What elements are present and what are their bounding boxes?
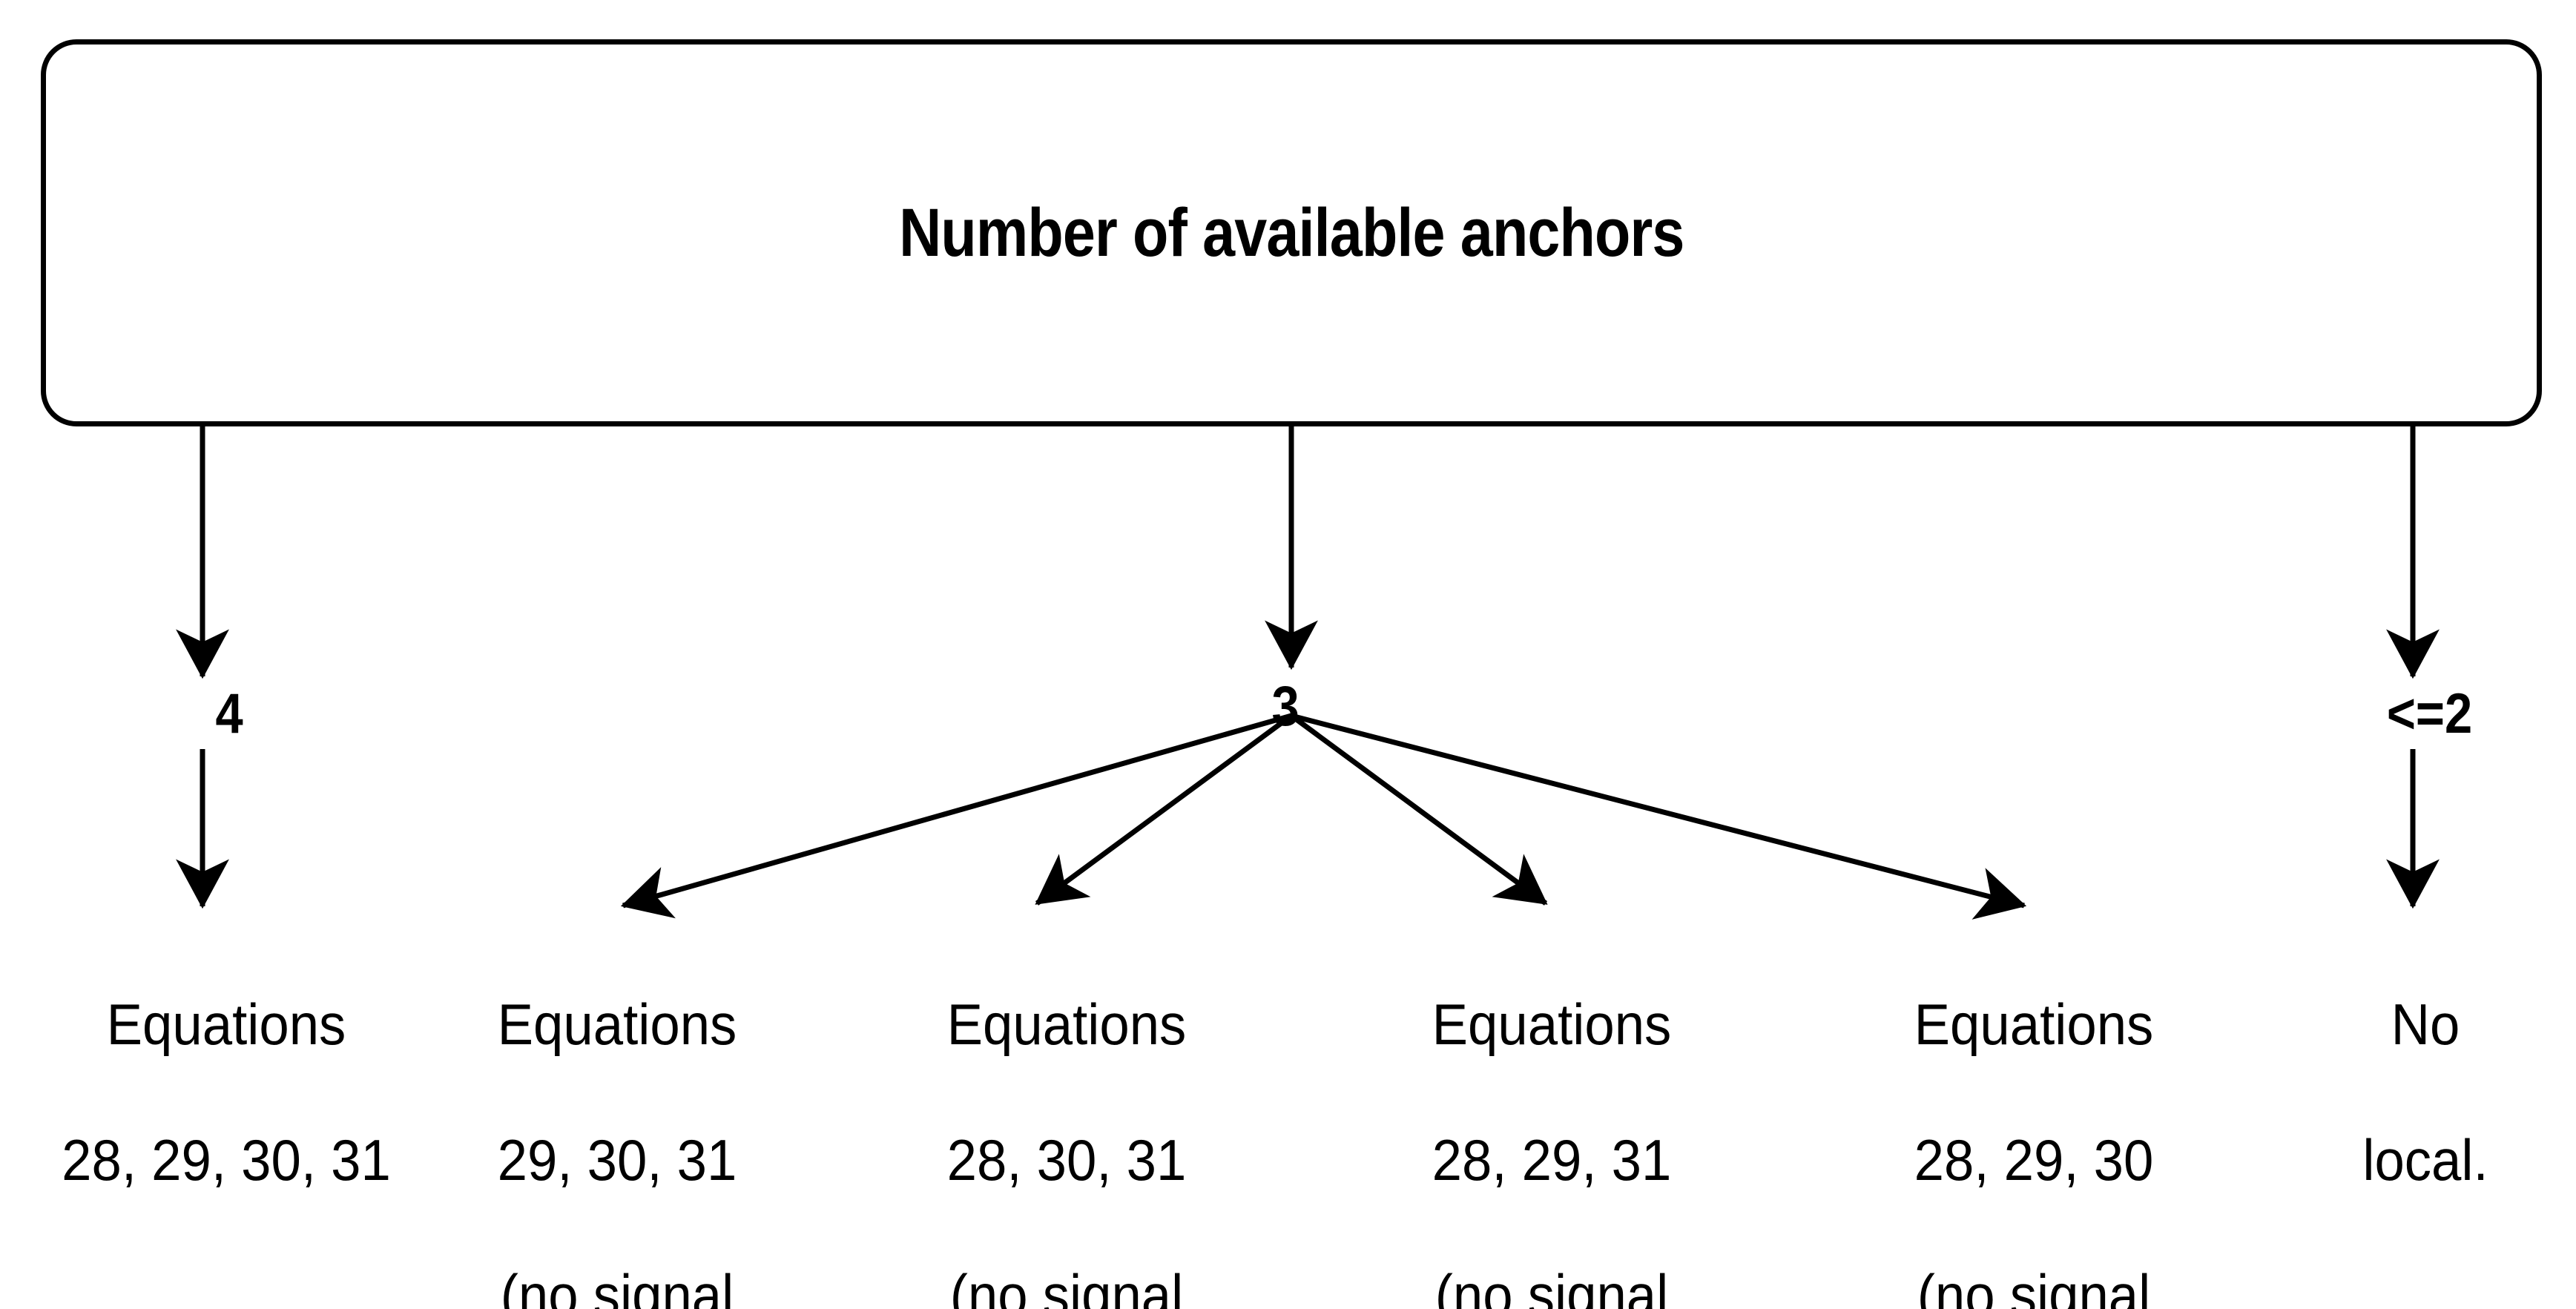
leaf-line: 28, 29, 31 <box>1432 1127 1672 1193</box>
page-title: Number of available anchors <box>898 195 1684 271</box>
edge-3-to-leaf2 <box>620 713 1292 919</box>
leaf-line: 29, 30, 31 <box>497 1127 737 1193</box>
leaf-line: Equations <box>106 992 346 1058</box>
leaf-line: Equations <box>1432 992 1672 1058</box>
leaf-line: Equations <box>497 992 737 1058</box>
leaf-line: (no signal <box>500 1262 734 1309</box>
leaf-line: Equations <box>1914 992 2154 1058</box>
leaf-node-equations-29-30-31: Equations 29, 30, 31 (no signal from anc… <box>427 923 807 1309</box>
leaf-line: 28, 30, 31 <box>946 1127 1187 1193</box>
leaf-node-equations-28-30-31: Equations 28, 30, 31 (no signal from anc… <box>877 923 1256 1309</box>
branch-condition-4: 4 <box>215 682 243 745</box>
branch-condition-3: 3 <box>1271 675 1299 738</box>
leaf-line: Equations <box>946 992 1187 1058</box>
leaf-line: No <box>2391 992 2460 1058</box>
leaf-line: 28, 29, 30, 31 <box>62 1127 391 1193</box>
leaf-line: 28, 29, 30 <box>1914 1127 2154 1193</box>
leaf-line: local. <box>2362 1127 2488 1193</box>
edge-3-to-leaf5 <box>1291 713 2027 920</box>
branch-condition-le2: <=2 <box>2386 682 2473 745</box>
leaf-node-equations-28-29-30-31: Equations 28, 29, 30, 31 <box>19 923 433 1262</box>
edge-3-to-leaf3 <box>1035 713 1294 906</box>
leaf-node-equations-28-29-31: Equations 28, 29, 31 (no signal from anc… <box>1362 923 1742 1309</box>
leaf-line: (no signal <box>1917 1262 2151 1309</box>
edge-3-to-leaf4 <box>1289 713 1548 906</box>
leaf-node-equations-28-29-30: Equations 28, 29, 30 (no signal from anc… <box>1844 923 2224 1309</box>
leaf-node-no-localization: No local. <box>2277 923 2574 1262</box>
leaf-line: (no signal <box>949 1262 1184 1309</box>
leaf-line: (no signal <box>1434 1262 1669 1309</box>
root-node-box: Number of available anchors <box>41 39 2542 426</box>
